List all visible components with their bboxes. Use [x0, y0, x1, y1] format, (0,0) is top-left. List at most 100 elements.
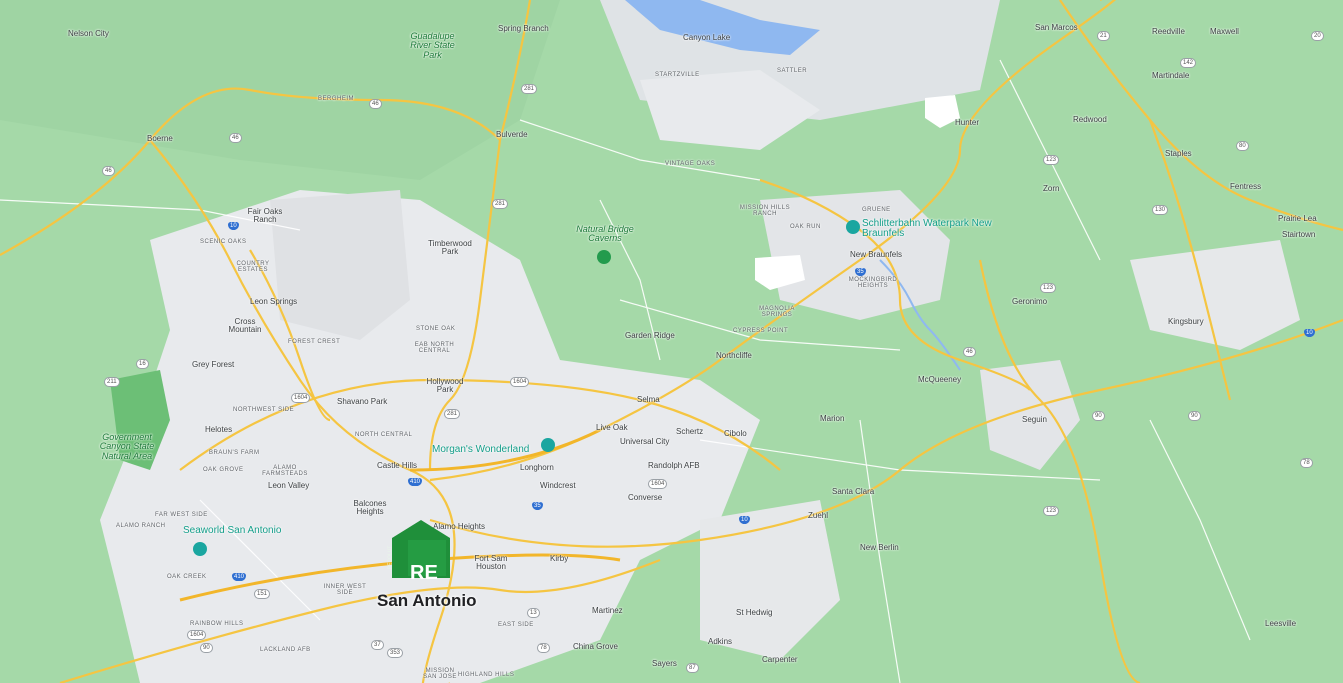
route-shield: 353 — [387, 648, 404, 658]
interstate-shield: 10 — [228, 222, 239, 230]
place-label: Selma — [637, 395, 660, 404]
route-shield: 46 — [102, 166, 115, 176]
place-label: ALAMO FARMSTEADS — [262, 465, 308, 477]
poi-label[interactable]: Schlitterbahn Waterpark New Braunfels — [862, 218, 992, 239]
place-label: EAST SIDE — [498, 622, 534, 628]
place-label: Spring Branch — [498, 24, 549, 33]
route-shield: 78 — [1300, 458, 1313, 468]
park-label: Guadalupe River State Park — [410, 31, 455, 60]
place-label: Stairtown — [1282, 230, 1316, 239]
place-label: Fort Sam Houston — [474, 554, 508, 571]
place-label: OAK CREEK — [167, 574, 207, 580]
place-label: Canyon Lake — [683, 33, 731, 42]
interstate-shield: 410 — [232, 573, 247, 581]
place-label: NORTHWEST SIDE — [233, 407, 295, 413]
place-label: Staples — [1165, 149, 1192, 158]
route-shield: 142 — [1180, 58, 1197, 68]
route-shield: 90 — [1092, 411, 1105, 421]
place-label: Prairie Lea — [1278, 214, 1317, 223]
place-label: FAR WEST SIDE — [155, 512, 208, 518]
place-label: MOCKINGBIRD HEIGHTS — [848, 277, 898, 289]
place-label: Randolph AFB — [648, 461, 700, 470]
route-shield: 1604 — [510, 377, 530, 387]
interstate-shield: 10 — [739, 516, 750, 524]
resolut-logo-marker[interactable] — [390, 518, 452, 580]
place-label: STARTZVILLE — [655, 72, 700, 78]
place-label: Redwood — [1073, 115, 1107, 124]
route-shield: 20 — [1311, 31, 1324, 41]
route-shield: 281 — [444, 409, 461, 419]
interstate-shield: 35 — [855, 268, 866, 276]
place-label: Alamo Heights — [433, 522, 486, 531]
place-label: SCENIC OAKS — [200, 239, 247, 245]
interstate-shield: 10 — [1304, 329, 1315, 337]
route-shield: 90 — [200, 643, 213, 653]
route-shield: 1604 — [291, 393, 311, 403]
route-shield: 87 — [686, 663, 699, 673]
route-shield: 123 — [1043, 155, 1060, 165]
place-label: NORTH CENTRAL — [355, 432, 413, 438]
place-label: Converse — [628, 493, 663, 502]
route-shield: 46 — [963, 347, 976, 357]
place-label: Balcones Heights — [353, 499, 387, 516]
route-shield: 1604 — [648, 479, 668, 489]
poi-pin-icon[interactable] — [541, 438, 555, 452]
place-label: BERGHEIM — [318, 96, 355, 102]
place-label: MISSION HILLS RANCH — [739, 205, 791, 217]
city-label-san-antonio: San Antonio — [377, 591, 477, 610]
place-label: FOREST CREST — [288, 339, 341, 345]
route-shield: 80 — [1236, 141, 1249, 151]
place-label: Helotes — [205, 425, 233, 434]
place-label: SATTLER — [777, 68, 808, 74]
place-label: Santa Clara — [832, 487, 875, 496]
place-label: Reedville — [1152, 27, 1185, 36]
poi-pin-icon[interactable] — [193, 542, 207, 556]
place-label: Shavano Park — [337, 397, 388, 406]
place-label: ALAMO RANCH — [116, 523, 166, 529]
place-label: VINTAGE OAKS — [665, 161, 716, 167]
route-shield: 281 — [521, 84, 538, 94]
place-label: OAK GROVE — [203, 467, 244, 473]
place-label: Boerne — [147, 134, 173, 143]
place-label: HIGHLAND HILLS — [458, 672, 515, 678]
route-shield: 130 — [1152, 205, 1169, 215]
place-label: Sayers — [652, 659, 677, 668]
route-shield: 123 — [1040, 283, 1057, 293]
route-shield: 37 — [371, 640, 384, 650]
interstate-shield: 410 — [408, 478, 423, 486]
route-shield: 13 — [527, 608, 540, 618]
place-label: Grey Forest — [192, 360, 235, 369]
place-label: Northcliffe — [716, 351, 752, 360]
place-label: STONE OAK — [416, 326, 456, 332]
place-label: San Marcos — [1035, 23, 1078, 32]
place-label: Windcrest — [540, 481, 576, 490]
park-pin-icon[interactable] — [597, 250, 611, 264]
place-label: Universal City — [620, 437, 670, 446]
place-label: RAINBOW HILLS — [190, 621, 244, 627]
place-label: Nelson City — [68, 29, 109, 38]
place-label: Kirby — [550, 554, 569, 563]
place-label: Longhorn — [520, 463, 554, 472]
route-shield: 211 — [104, 377, 120, 387]
place-label: China Grove — [573, 642, 618, 651]
poi-pin-icon[interactable] — [846, 220, 860, 234]
place-label: Geronimo — [1012, 297, 1048, 306]
place-label: MAGNOLIA SPRINGS — [759, 306, 795, 318]
place-label: Martindale — [1152, 71, 1190, 80]
route-shield: 281 — [492, 199, 509, 209]
place-label: Zorn — [1043, 184, 1060, 193]
place-label: St Hedwig — [736, 608, 773, 617]
place-label: New Braunfels — [850, 250, 903, 259]
place-label: EAB NORTH CENTRAL — [414, 342, 455, 354]
poi-label[interactable]: Seaworld San Antonio — [183, 525, 282, 536]
route-shield: 21 — [1097, 31, 1110, 41]
park-label: Natural Bridge Caverns — [576, 224, 634, 244]
place-label: Schertz — [676, 427, 704, 436]
route-shield: 46 — [369, 99, 382, 109]
poi-label[interactable]: Morgan's Wonderland — [432, 444, 530, 455]
route-shield: 1604 — [187, 630, 207, 640]
place-label: GRUENE — [862, 207, 891, 213]
place-label: McQueeney — [918, 375, 962, 384]
